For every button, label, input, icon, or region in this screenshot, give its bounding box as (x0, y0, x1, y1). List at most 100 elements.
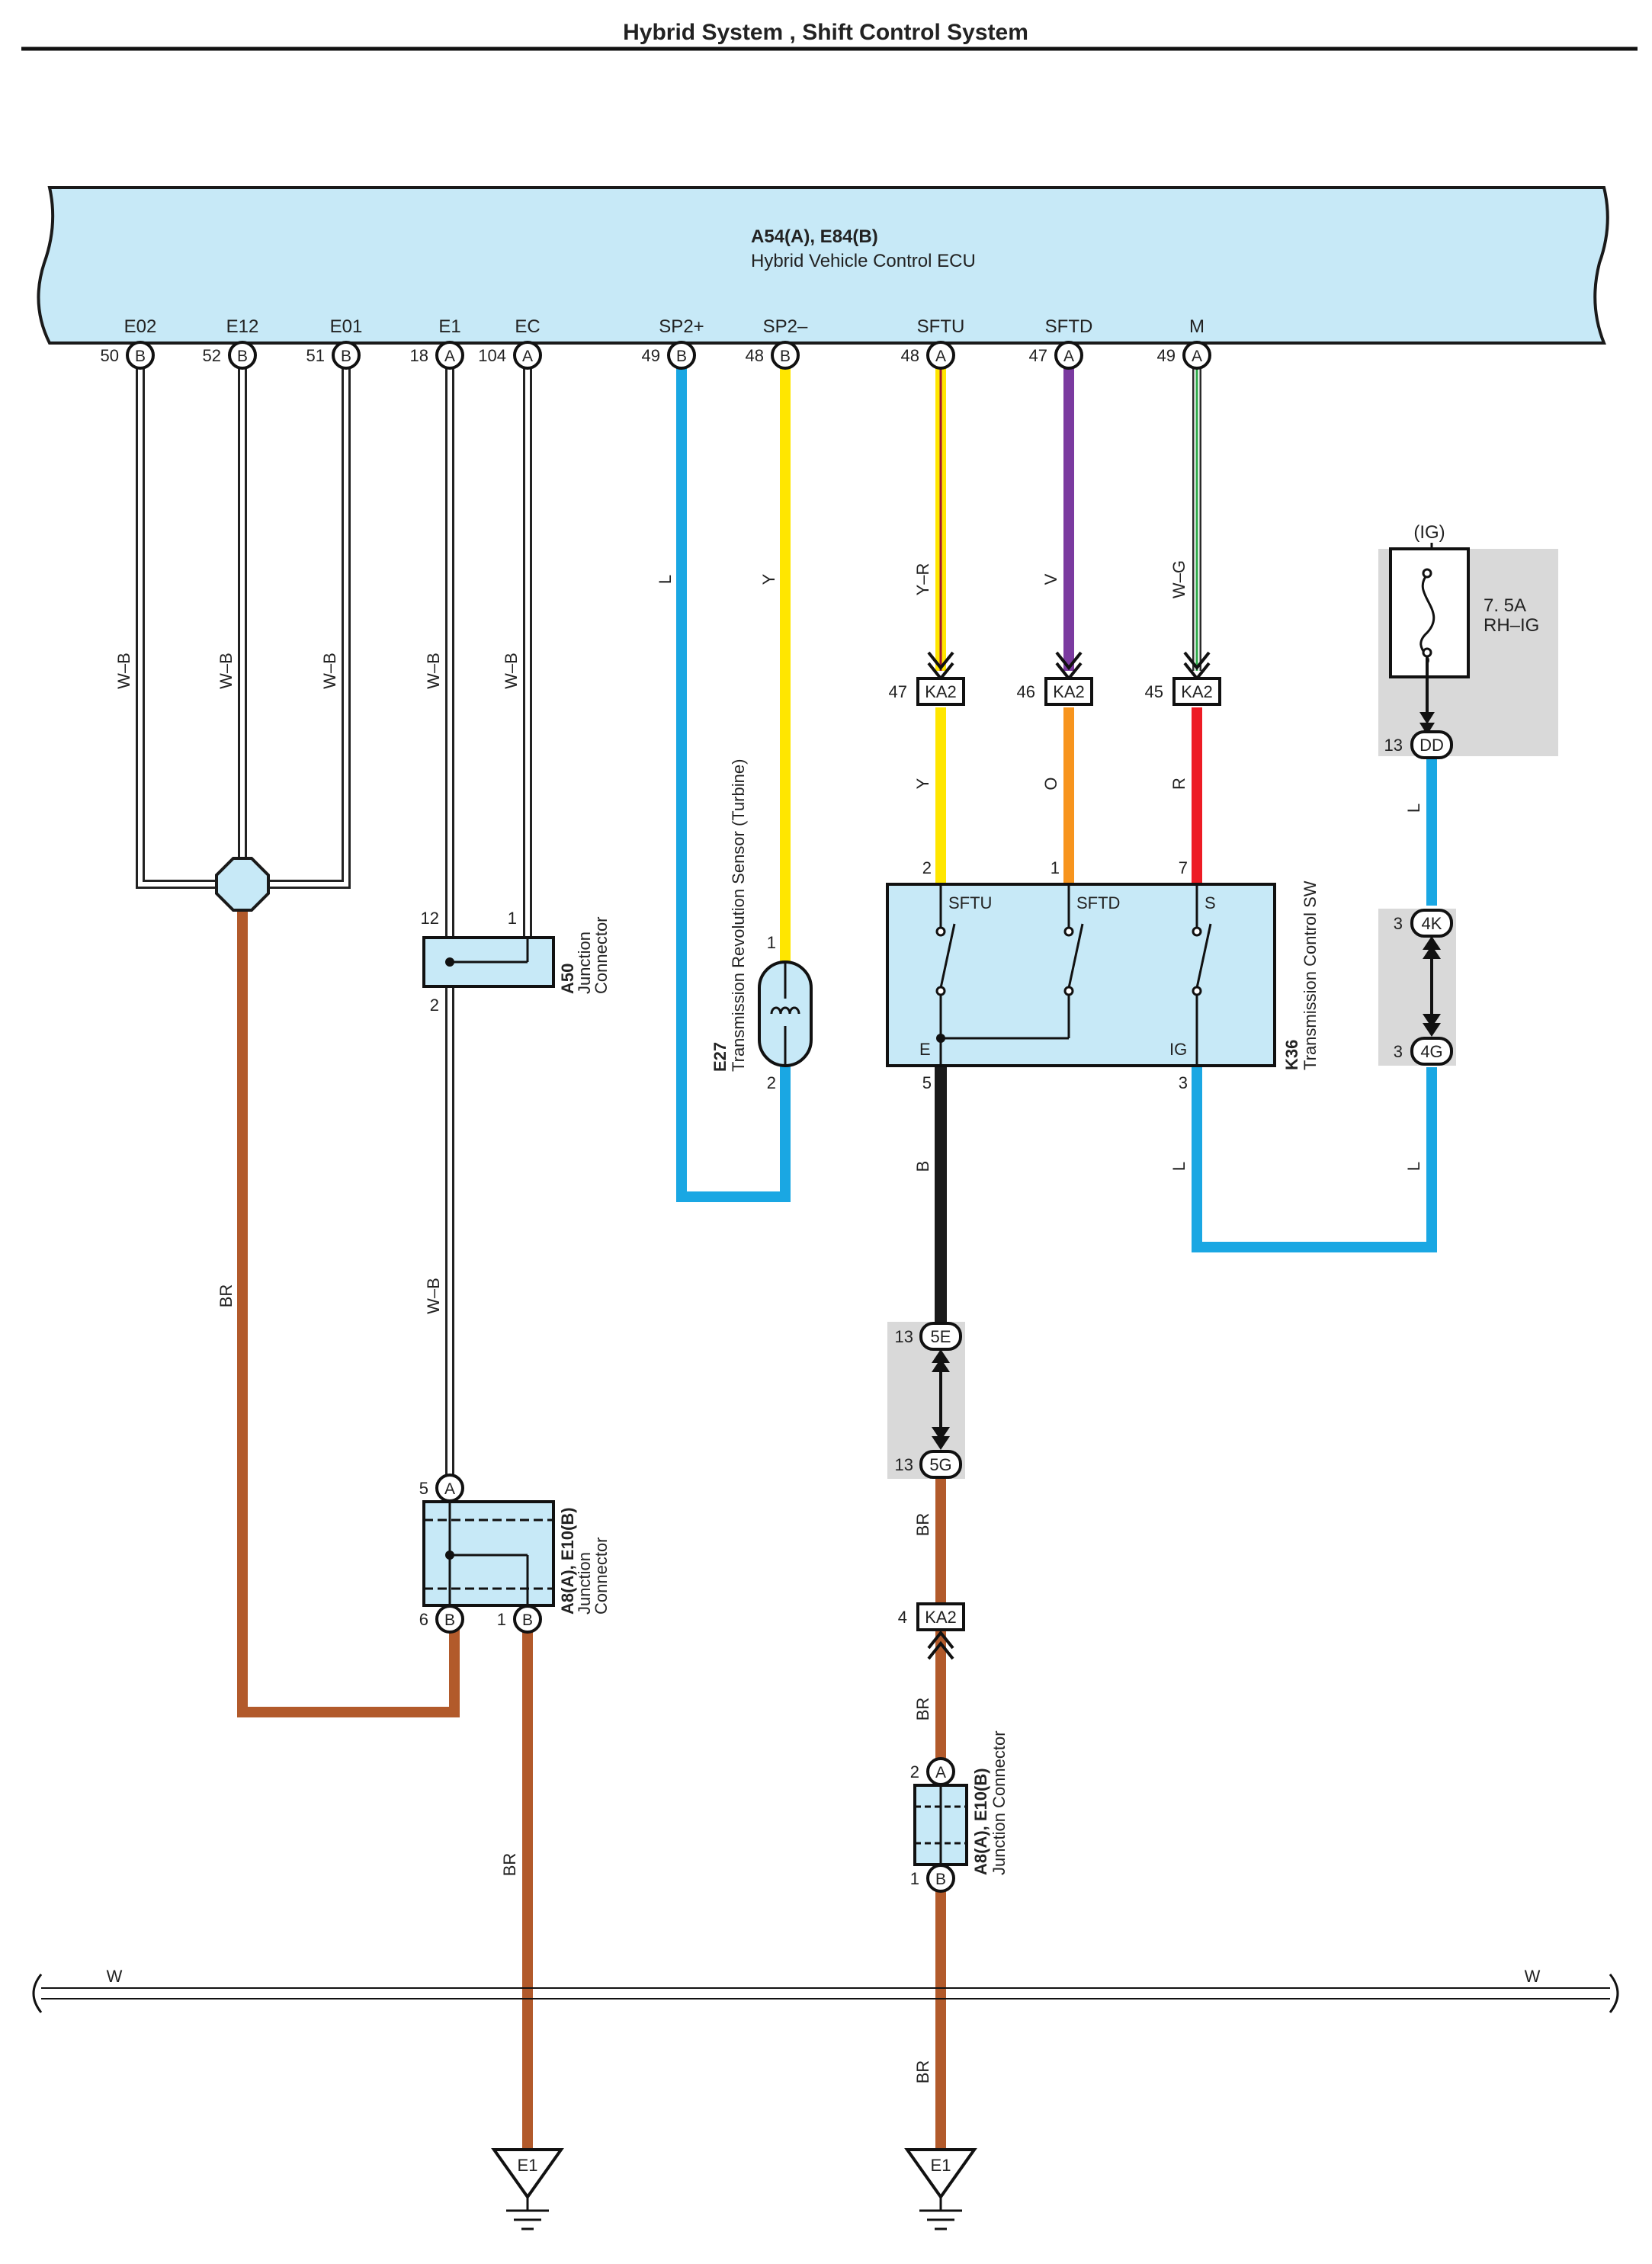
wire-label: V (1041, 573, 1060, 585)
a8r-pin2: 2 (910, 1762, 919, 1781)
terminal-circle (126, 341, 155, 370)
a8l-conn-a: A (444, 1480, 455, 1498)
terminal-pin: 47 (1029, 346, 1047, 365)
a50-junction-connector: 12 1 2 A50 Junction Connector (421, 909, 611, 1015)
e27-pin2: 2 (767, 1073, 776, 1092)
ground-label-right: E1 (931, 2156, 951, 2175)
ka2-pin: 45 (1145, 682, 1163, 701)
ground-icon-right: E1 (904, 2148, 977, 2230)
a8l-pin6: 6 (419, 1610, 428, 1629)
wire-label: B (913, 1161, 932, 1172)
terminal-conn: A (444, 348, 455, 365)
terminal-label-sftd: SFTD (1045, 316, 1093, 337)
a8r-code: A8(A), E10(B) (971, 1768, 990, 1875)
ecu-code: A54(A), E84(B) (751, 226, 878, 247)
terminal-conn: A (935, 348, 946, 365)
terminal-pin: 52 (203, 346, 221, 365)
terminal-pin: 48 (746, 346, 764, 365)
wire-label: O (1041, 777, 1060, 790)
ka2-pin: 46 (1017, 682, 1035, 701)
terminal-pin: 104 (478, 346, 506, 365)
terminal-label-sp2p: SP2+ (659, 316, 704, 337)
a8l-conn-b2: B (522, 1611, 533, 1629)
wire-label: BR (913, 1513, 932, 1537)
wire-label: R (1169, 778, 1188, 790)
a8l-pin5: 5 (419, 1479, 428, 1498)
ka2-code: KA2 (1181, 682, 1213, 701)
terminal-label-e02: E02 (124, 316, 157, 337)
ka2-connector-br: KA2 4 (898, 1602, 965, 1660)
a8l-code: A8(A), E10(B) (558, 1507, 577, 1615)
terminal-label-e1: E1 (438, 316, 460, 337)
wire-label: W–B (320, 653, 339, 689)
wire-label: BR (217, 1284, 236, 1308)
k36-pin3: 3 (1179, 1073, 1188, 1092)
wire-label: L (1404, 803, 1423, 813)
terminal-circle (228, 341, 257, 370)
j5g-code: 5G (929, 1455, 951, 1474)
wire-label: W–B (114, 653, 133, 689)
j5e-code: 5E (931, 1327, 951, 1346)
ka2-connector-m: KA2 45 (1145, 651, 1221, 706)
terminal-conn: B (676, 348, 687, 365)
ecu-name: Hybrid Vehicle Control ECU (751, 251, 976, 271)
terminal-conn: B (237, 348, 248, 365)
a8r-pin1: 1 (910, 1869, 919, 1888)
splice-point (215, 857, 270, 912)
e27-sensor: 1 2 E27 Transmission Revolution Sensor (… (711, 759, 813, 1092)
terminal-conn: B (780, 348, 791, 365)
a8r-name: Junction Connector (990, 1730, 1009, 1875)
terminal-circle (1054, 341, 1083, 370)
wire-label: L (656, 575, 675, 584)
terminal-label-e12: E12 (226, 316, 259, 337)
j4k-code: 4K (1422, 914, 1442, 933)
k36-sw1: SFTU (948, 893, 992, 912)
terminal-circle (513, 341, 542, 370)
ecu-box (37, 186, 1609, 345)
a50-pin1: 1 (508, 909, 517, 928)
wire-label: W–B (424, 1278, 443, 1314)
wire-label: BR (500, 1853, 519, 1877)
k36-ig: IG (1169, 1040, 1187, 1059)
ka2-connector-sftd: KA2 46 (1017, 651, 1093, 706)
a50-name2: Connector (592, 916, 611, 994)
j4k-pin: 3 (1394, 914, 1403, 933)
terminal-circle (667, 341, 696, 370)
j5g-pin: 13 (895, 1455, 913, 1474)
a8r-conn-b: B (935, 1871, 946, 1888)
k36-sw3: S (1205, 893, 1216, 912)
wire-label: W–B (217, 653, 236, 689)
terminal-pin: 49 (642, 346, 660, 365)
terminal-pin: 48 (901, 346, 919, 365)
a8l-pin1: 1 (497, 1610, 506, 1629)
terminal-pin: 18 (410, 346, 428, 365)
terminal-label-ec: EC (515, 316, 540, 337)
k36-pin5: 5 (922, 1073, 932, 1092)
fuse-name: RH–IG (1484, 615, 1539, 636)
a8-left-junction-connector: A 5 B 6 B 1 A8(A), E10(B) Junction Conne… (419, 1474, 611, 1634)
e27-name: Transmission Revolution Sensor (Turbine) (729, 759, 748, 1072)
ka2-connector-sftu: KA2 47 (889, 651, 965, 706)
wire-label: Y (759, 573, 778, 585)
w-label-right: W (1525, 1967, 1541, 1986)
a50-pin12: 12 (421, 909, 439, 928)
fuse-rating: 7. 5A (1484, 595, 1526, 616)
k36-pin1: 1 (1051, 858, 1060, 877)
e27-pin1: 1 (767, 933, 776, 952)
wire-sp2p (676, 366, 791, 1202)
k36-switch: 2 1 7 5 3 SFTU SFTD S E IG K36 Transmiss… (886, 858, 1320, 1092)
k36-e: E (919, 1040, 931, 1059)
j5e-pin: 13 (895, 1327, 913, 1346)
ka2-pin: 4 (898, 1608, 907, 1627)
junction-4k-4g: 4K 3 4G 3 (1378, 909, 1456, 1066)
ka2-code: KA2 (925, 1608, 957, 1627)
wire-ig-l (1192, 1066, 1437, 1252)
terminal-circle (1182, 341, 1211, 370)
wire-label: L (1404, 1162, 1423, 1171)
w-label-left: W (107, 1967, 123, 1986)
wire-label: W–B (502, 653, 521, 689)
terminal-label-m: M (1189, 316, 1205, 337)
k36-code: K36 (1282, 1040, 1301, 1070)
terminal-circle (332, 341, 361, 370)
